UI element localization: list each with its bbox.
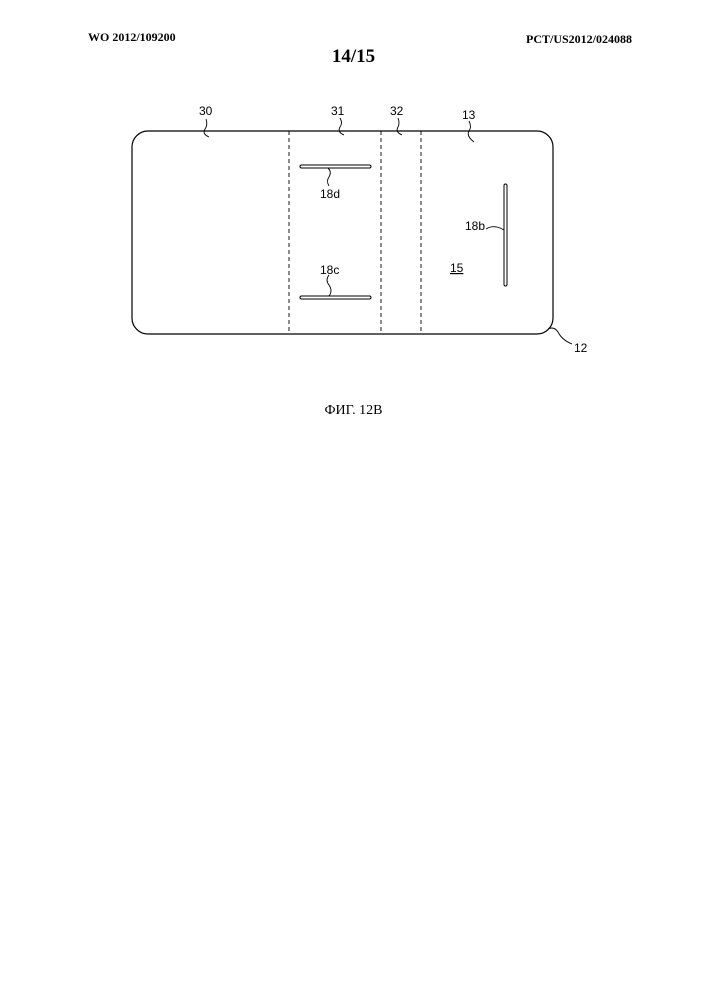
leader-30: [204, 119, 209, 137]
figure-caption: ФИГ. 12B: [0, 403, 707, 419]
panel-outline: [132, 131, 553, 334]
leader-32: [397, 118, 402, 135]
label-12: 12: [574, 341, 588, 355]
leader-18c: [327, 275, 331, 296]
leader-18b: [486, 227, 504, 230]
slot-18d: [300, 165, 371, 168]
label-18d: 18d: [320, 187, 340, 201]
slot-18b: [504, 184, 507, 286]
label-18c: 18c: [320, 263, 339, 277]
label-32: 32: [390, 104, 404, 118]
label-18b: 18b: [465, 219, 485, 233]
leader-18d: [328, 168, 331, 186]
slot-18c: [300, 296, 371, 299]
label-30: 30: [199, 104, 213, 118]
label-15: 15: [450, 261, 464, 275]
label-13: 13: [462, 108, 476, 122]
leader-12: [548, 328, 572, 344]
label-31: 31: [331, 104, 345, 118]
leader-31: [339, 118, 344, 135]
